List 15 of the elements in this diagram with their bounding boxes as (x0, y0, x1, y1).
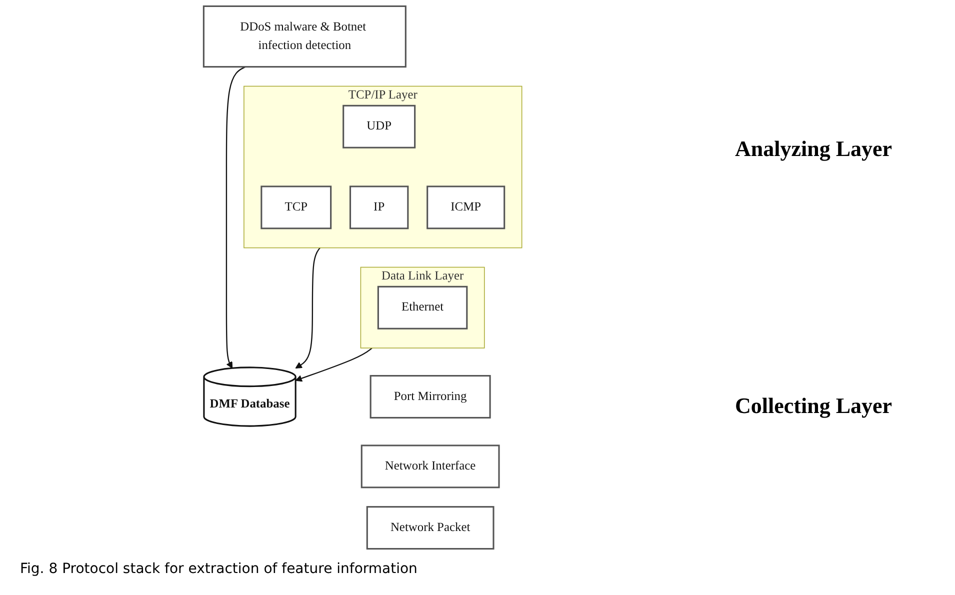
node-box: UDP (342, 104, 416, 148)
arrow (226, 66, 246, 368)
figure-caption: Fig. 8 Protocol stack for extraction of feature information (19, 560, 418, 579)
node-box: Network Interface (360, 444, 500, 488)
node-box: DDoS malware & Botnet infection detection (202, 5, 406, 68)
node-box: IP (349, 186, 408, 230)
arrow (295, 348, 372, 382)
arrow (295, 247, 320, 369)
node-box: ICMP (426, 186, 505, 230)
layer-label: Collecting Layer (735, 393, 894, 420)
node-box: Port Mirroring (370, 375, 491, 418)
node-box: Ethernet (377, 286, 468, 330)
node-box: Network Packet (366, 506, 494, 550)
node-box: TCP (260, 186, 332, 230)
layer-label: Analyzing Layer (735, 136, 894, 162)
